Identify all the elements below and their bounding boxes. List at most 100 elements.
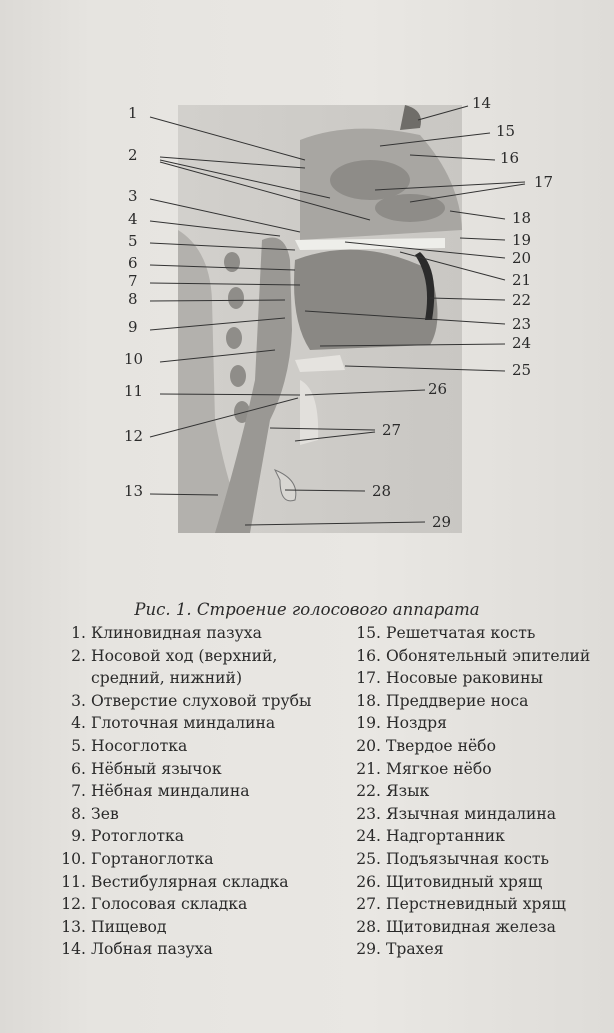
legend-number: 23. (356, 804, 381, 823)
legend-number: 26. (356, 872, 381, 891)
legend-number: 25. (356, 849, 381, 868)
legend-item: 18. Преддверие носа (349, 690, 614, 713)
legend-text: Язык (386, 782, 430, 801)
legend-item: 6. Нёбный язычок (0, 758, 330, 781)
legend-item: 26.Щитовидный хрящ (349, 871, 614, 894)
pharynx (215, 237, 292, 533)
figure-label: 28 (372, 482, 392, 500)
legend-item: 17.Носовые раковины (349, 667, 614, 690)
hyoid (295, 355, 345, 372)
figure-label: 19 (512, 231, 532, 249)
legend-number: 10. (61, 849, 86, 868)
figure-label: 16 (500, 149, 520, 167)
legend-text: Нёбный язычок (91, 759, 222, 778)
figure-label: 13 (124, 482, 144, 500)
legend-item: 11.Вестибулярная складка (0, 871, 330, 894)
legend-item: 15.Решетчатая кость (349, 622, 614, 645)
legend-number: 18. (356, 691, 381, 710)
legend-text: Подъязычная кость (386, 849, 550, 868)
figure-label: 23 (512, 315, 532, 333)
figure-label: 10 (124, 350, 144, 368)
legend-number: 20. (356, 736, 381, 755)
figure-label: 1 (128, 104, 138, 122)
legend-number: 8. (71, 804, 86, 823)
spine (178, 230, 250, 533)
legend-text: Вестибулярная складка (91, 872, 289, 891)
leader-lines (149, 105, 526, 526)
legend-number: 22. (356, 782, 381, 801)
legend-text: Щитовидная железа (386, 917, 556, 936)
legend-number: 16. (356, 646, 381, 665)
legend-item: 7.Нёбная миндалина (0, 780, 330, 803)
legend-text: Глоточная миндалина (91, 714, 276, 733)
tongue (294, 249, 438, 350)
figure-label: 21 (512, 271, 532, 289)
legend-item: 23. Язычная миндалина (349, 803, 614, 826)
legend-text: Мягкое нёбо (386, 759, 492, 778)
legend-number (0, 667, 86, 690)
legend-number: 14. (61, 940, 86, 959)
lips-jaw (415, 252, 435, 320)
legend-number: 3. (71, 691, 86, 710)
figure-label: 2 (128, 146, 138, 164)
legend-number: 19. (356, 714, 381, 733)
legend-text: Твердое нёбо (386, 736, 496, 755)
legend-number: 5. (71, 736, 86, 755)
legend-text: Гортаноглотка (91, 849, 214, 868)
figure-label: 25 (512, 361, 532, 379)
legend-item: 20. Твердое нёбо (349, 735, 614, 758)
legend-text: Лобная пазуха (91, 940, 213, 959)
legend-item: средний, нижний) (0, 667, 330, 690)
legend-text: Надгортанник (386, 827, 505, 846)
legend-item: 3. Отверстие слуховой трубы (0, 690, 330, 713)
figure-label: 9 (128, 318, 138, 336)
figure-label: 11 (124, 382, 144, 400)
legend-text: средний, нижний) (91, 669, 243, 688)
figure-label: 5 (128, 232, 138, 250)
figure-label: 4 (128, 210, 138, 228)
legend-text: Носоглотка (91, 736, 188, 755)
legend-item: 5. Носоглотка (0, 735, 330, 758)
legend-text: Язычная миндалина (386, 804, 557, 823)
legend-item: 28. Щитовидная железа (349, 916, 614, 939)
legend-item: 8. Зев (0, 803, 330, 826)
legend-text: Нёбная миндалина (91, 782, 250, 801)
legend-text: Клиновидная пазуха (91, 624, 262, 642)
legend-text: Носовой ход (верхний, (91, 646, 278, 665)
nasal-concha (330, 160, 410, 200)
legend-item: 14. Лобная пазуха (0, 938, 330, 961)
vocal-apparatus-illustration (149, 105, 526, 533)
figure-label: 22 (512, 291, 532, 309)
figure-label: 3 (128, 187, 138, 205)
figure-label: 15 (496, 122, 516, 140)
legend-number: 28. (356, 917, 381, 936)
legend-item: 12.Голосовая складка (0, 893, 330, 916)
legend-item: 24. Надгортанник (349, 825, 614, 848)
figure-label: 6 (128, 254, 138, 272)
legend-text: Ноздря (386, 714, 447, 733)
legend-number: 24. (356, 827, 381, 846)
legend-item: 22. Язык (349, 780, 614, 803)
figure-label: 26 (428, 380, 448, 398)
nasal-concha (375, 194, 445, 222)
legend-number: 29. (356, 940, 381, 959)
legend-item: 4.Глоточная миндалина (0, 712, 330, 735)
figure-label: 14 (472, 94, 492, 112)
legend-item: 29.Трахея (349, 938, 614, 961)
legend-number: 6. (71, 759, 86, 778)
figure-label: 24 (512, 334, 532, 352)
legend-text: Отверстие слуховой трубы (91, 691, 312, 710)
legend-text: Перстневидный хрящ (386, 895, 566, 914)
legend-text: Решетчатая кость (386, 624, 536, 642)
frontal-sinus (400, 105, 421, 130)
figure-label: 12 (124, 427, 144, 445)
legend-text: Голосовая складка (91, 895, 248, 914)
figure-label: 17 (534, 173, 554, 191)
figure-label: 27 (382, 421, 402, 439)
legend-number: 27. (356, 895, 381, 914)
legend-text: Преддверие носа (386, 691, 529, 710)
legend-text: Зев (91, 804, 119, 823)
legend-item: 1.Клиновидная пазуха (0, 622, 330, 645)
